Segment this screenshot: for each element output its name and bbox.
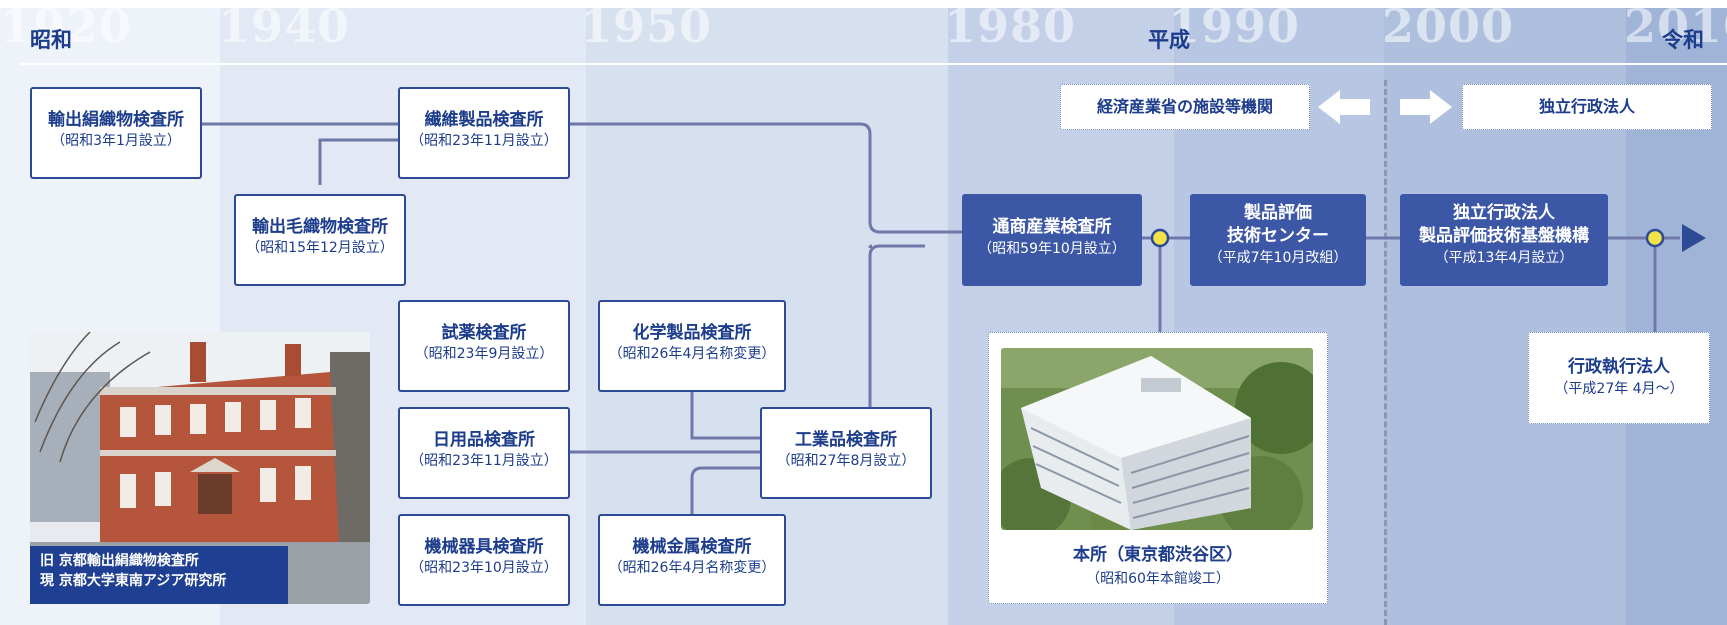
legend-ministry-text: 経済産業省の施設等機関 <box>1096 97 1273 116</box>
year-label: 2010 <box>1624 0 1727 53</box>
org-box-export-silk: 輸出絹織物検査所 （昭和3年1月設立） <box>30 87 202 179</box>
era-divider-line <box>20 63 1727 65</box>
org-name: 試薬検査所 <box>441 323 527 343</box>
hq-name: 本所（東京都渋谷区） <box>1073 545 1243 565</box>
legend-ministry-label: 経済産業省の施設等機関 <box>1060 84 1310 130</box>
org-name: 日用品検査所 <box>433 430 535 450</box>
era-label-heisei: 平成 <box>1148 28 1190 52</box>
old-building-caption: 旧 京都輸出絹織物検査所 現 京都大学東南アジア研究所 <box>30 546 288 604</box>
year-label: 2000 <box>1382 0 1515 53</box>
agency-divider-line <box>1384 80 1387 625</box>
hq-building-photo <box>1001 348 1313 530</box>
org-name-line2: 製品評価技術基盤機構 <box>1419 226 1589 246</box>
era-label-reiwa: 令和 <box>1662 28 1704 52</box>
org-name: 輸出絹織物検査所 <box>48 110 184 130</box>
org-box-machinery: 機械器具検査所 （昭和23年10月設立） <box>398 514 570 606</box>
org-box-miti-inspection: 通商産業検査所 （昭和59年10月設立） <box>962 194 1142 286</box>
org-date: （昭和26年4月名称変更） <box>608 346 776 362</box>
year-label: 1920 <box>0 0 133 53</box>
org-name: 化学製品検査所 <box>632 323 752 343</box>
legend-independent-text: 独立行政法人 <box>1538 97 1635 116</box>
org-date: （平成13年4月設立） <box>1434 250 1574 266</box>
caption-former-name: 旧 京都輸出絹織物検査所 <box>40 553 199 569</box>
org-box-chemical: 化学製品検査所 （昭和26年4月名称変更） <box>598 300 786 392</box>
year-label: 1940 <box>218 0 351 53</box>
org-box-industrial: 工業品検査所 （昭和27年8月設立） <box>760 407 932 499</box>
year-label: 1980 <box>944 0 1077 53</box>
org-date: （平成7年10月改組） <box>1208 250 1348 266</box>
org-name: 機械器具検査所 <box>424 537 544 557</box>
org-name: 通商産業検査所 <box>992 217 1112 237</box>
era-label-showa: 昭和 <box>30 28 72 52</box>
org-date: （昭和3年1月設立） <box>51 133 181 149</box>
org-box-daily-goods: 日用品検査所 （昭和23年11月設立） <box>398 407 570 499</box>
org-date: （昭和26年4月名称変更） <box>608 560 776 576</box>
caption-current-name: 現 京都大学東南アジア研究所 <box>40 573 227 589</box>
org-date: （昭和59年10月設立） <box>978 241 1126 257</box>
org-box-product-eval-center: 製品評価 技術センター （平成7年10月改組） <box>1190 194 1366 286</box>
org-date: （昭和23年9月設立） <box>414 346 554 362</box>
org-box-metal: 機械金属検査所 （昭和26年4月名称変更） <box>598 514 786 606</box>
org-box-executive-agency: 行政執行法人 （平成27年 4月～） <box>1528 332 1710 424</box>
org-name: 機械金属検査所 <box>632 537 752 557</box>
org-name: 輸出毛織物検査所 <box>252 217 388 237</box>
org-name-line1: 独立行政法人 <box>1453 203 1555 223</box>
org-box-textile: 繊維製品検査所 （昭和23年11月設立） <box>398 87 570 179</box>
org-date: （昭和27年8月設立） <box>776 453 916 469</box>
org-name-line2: 技術センター <box>1227 226 1329 246</box>
org-name: 工業品検査所 <box>795 430 897 450</box>
hq-completion-date: （昭和60年本館竣工） <box>1086 571 1230 587</box>
year-label: 1990 <box>1168 0 1301 53</box>
org-date: （平成27年 4月～） <box>1554 381 1684 397</box>
org-box-nite: 独立行政法人 製品評価技術基盤機構 （平成13年4月設立） <box>1400 194 1608 286</box>
org-name-line1: 製品評価 <box>1244 203 1312 223</box>
hq-card: 本所（東京都渋谷区） （昭和60年本館竣工） <box>988 332 1328 604</box>
org-date: （昭和23年10月設立） <box>410 560 558 576</box>
org-name: 行政執行法人 <box>1568 357 1670 377</box>
org-name: 繊維製品検査所 <box>424 110 544 130</box>
org-date: （昭和23年11月設立） <box>410 133 558 149</box>
org-box-export-wool: 輸出毛織物検査所 （昭和15年12月設立） <box>234 194 406 286</box>
org-box-reagent: 試薬検査所 （昭和23年9月設立） <box>398 300 570 392</box>
legend-independent-label: 独立行政法人 <box>1462 84 1712 130</box>
org-date: （昭和23年11月設立） <box>410 453 558 469</box>
year-label: 1950 <box>580 0 713 53</box>
arrow-left-icon <box>1318 90 1370 124</box>
arrow-right-icon <box>1400 90 1452 124</box>
org-date: （昭和15年12月設立） <box>246 240 394 256</box>
